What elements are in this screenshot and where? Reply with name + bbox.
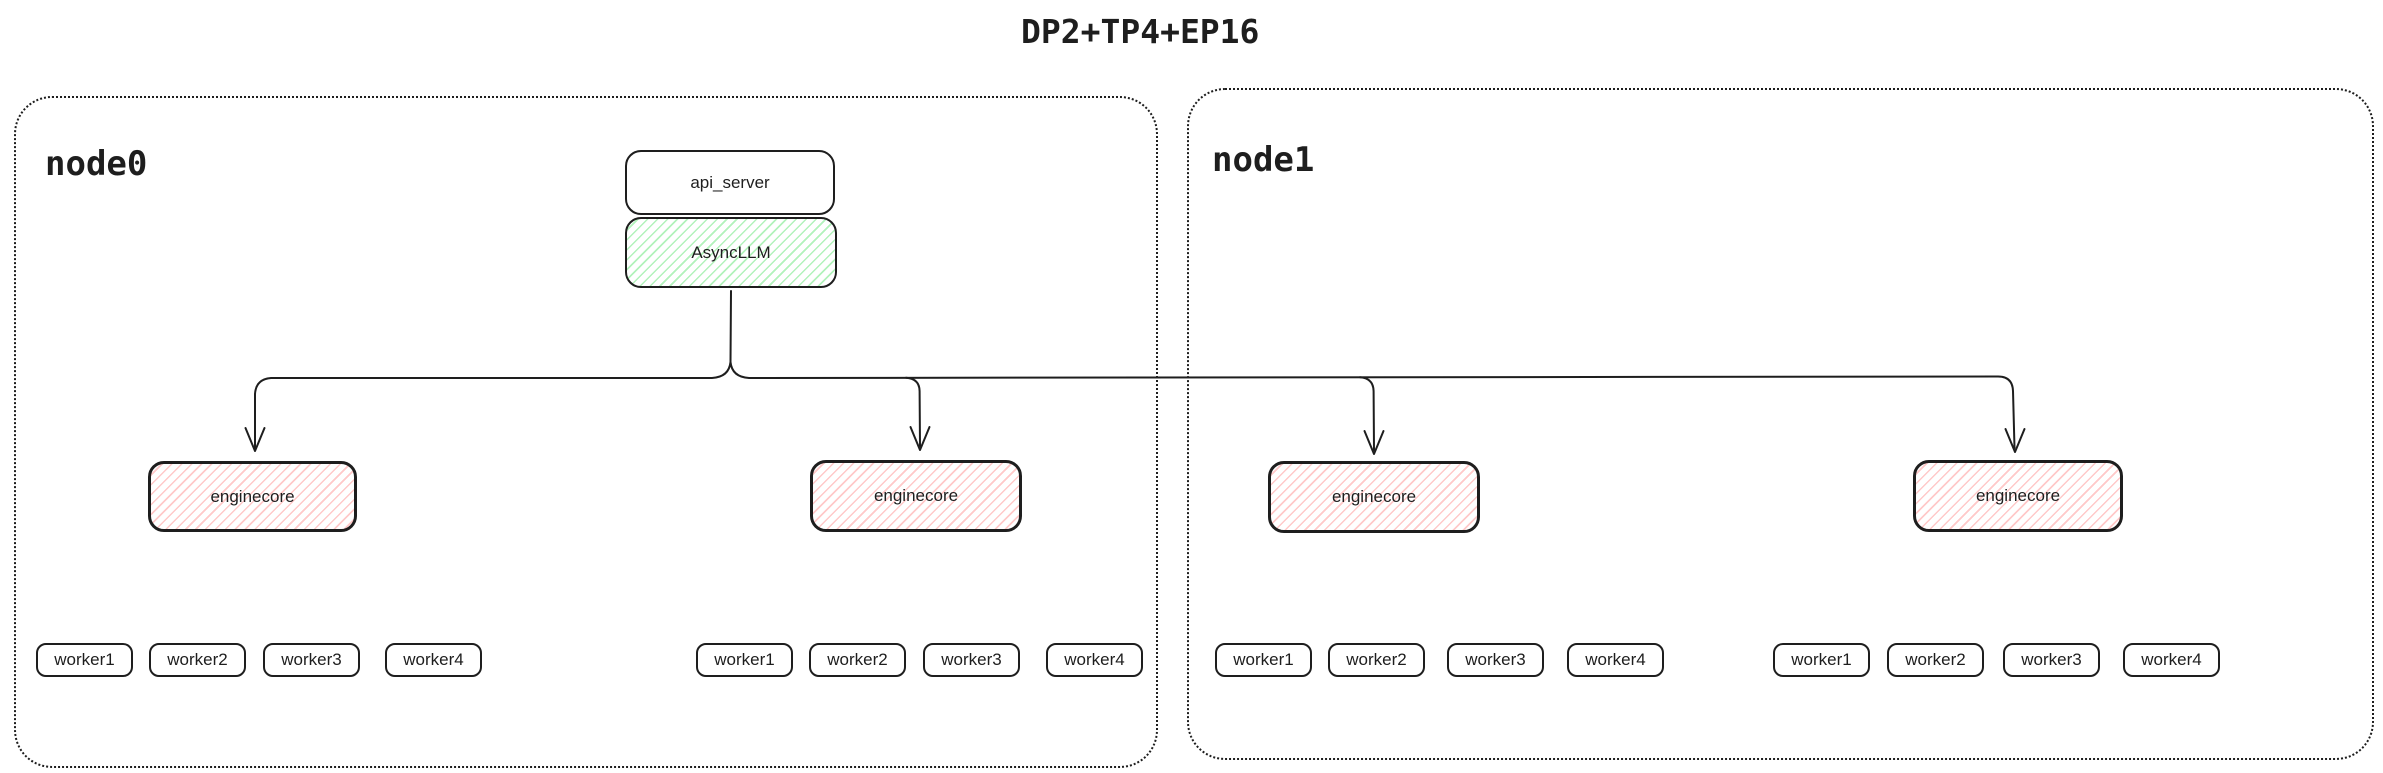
worker-box: worker2 xyxy=(809,643,906,677)
worker-label: worker2 xyxy=(827,650,888,669)
worker-label: worker1 xyxy=(714,650,775,669)
enginecore-label: enginecore xyxy=(210,486,295,506)
worker-box: worker3 xyxy=(263,643,360,677)
worker-box: worker2 xyxy=(1328,643,1425,677)
worker-label: worker2 xyxy=(1346,650,1407,669)
worker-box: worker2 xyxy=(1887,643,1984,677)
worker-label: worker3 xyxy=(281,650,342,669)
enginecore-box-1: enginecore xyxy=(148,461,357,532)
worker-box: worker1 xyxy=(1773,643,1870,677)
worker-box: worker3 xyxy=(1447,643,1544,677)
worker-label: worker3 xyxy=(941,650,1002,669)
worker-label: worker3 xyxy=(2021,650,2082,669)
worker-box: worker4 xyxy=(385,643,482,677)
worker-box: worker1 xyxy=(1215,643,1312,677)
worker-box: worker4 xyxy=(2123,643,2220,677)
worker-box: worker3 xyxy=(2003,643,2100,677)
worker-label: worker4 xyxy=(2141,650,2202,669)
worker-label: worker4 xyxy=(1585,650,1646,669)
worker-box: worker2 xyxy=(149,643,246,677)
worker-label: worker1 xyxy=(1791,650,1852,669)
worker-box: worker1 xyxy=(36,643,133,677)
worker-box: worker1 xyxy=(696,643,793,677)
worker-label: worker1 xyxy=(54,650,115,669)
node1-label: node1 xyxy=(1212,140,1315,180)
async-llm-label: AsyncLLM xyxy=(691,242,771,262)
worker-box: worker4 xyxy=(1046,643,1143,677)
worker-label: worker2 xyxy=(1905,650,1966,669)
enginecore-box-2: enginecore xyxy=(810,460,1022,532)
enginecore-label: enginecore xyxy=(1331,487,1417,506)
api-server-label: api_server xyxy=(690,172,770,192)
api-server-box: api_server xyxy=(625,150,835,215)
node0-label: node0 xyxy=(45,144,148,184)
worker-label: worker2 xyxy=(167,650,228,669)
worker-label: worker1 xyxy=(1233,650,1294,669)
enginecore-label: enginecore xyxy=(1975,486,2061,505)
enginecore-box-4: enginecore xyxy=(1913,460,2123,532)
worker-box: worker3 xyxy=(923,643,1020,677)
enginecore-box-3: enginecore xyxy=(1268,461,1480,533)
enginecore-label: enginecore xyxy=(873,486,959,505)
diagram-title: DP2+TP4+EP16 xyxy=(1021,12,1260,51)
worker-label: worker4 xyxy=(1064,650,1125,669)
worker-label: worker4 xyxy=(403,650,464,669)
async-llm-box: AsyncLLM xyxy=(625,217,837,288)
worker-label: worker3 xyxy=(1465,650,1526,669)
worker-box: worker4 xyxy=(1567,643,1664,677)
